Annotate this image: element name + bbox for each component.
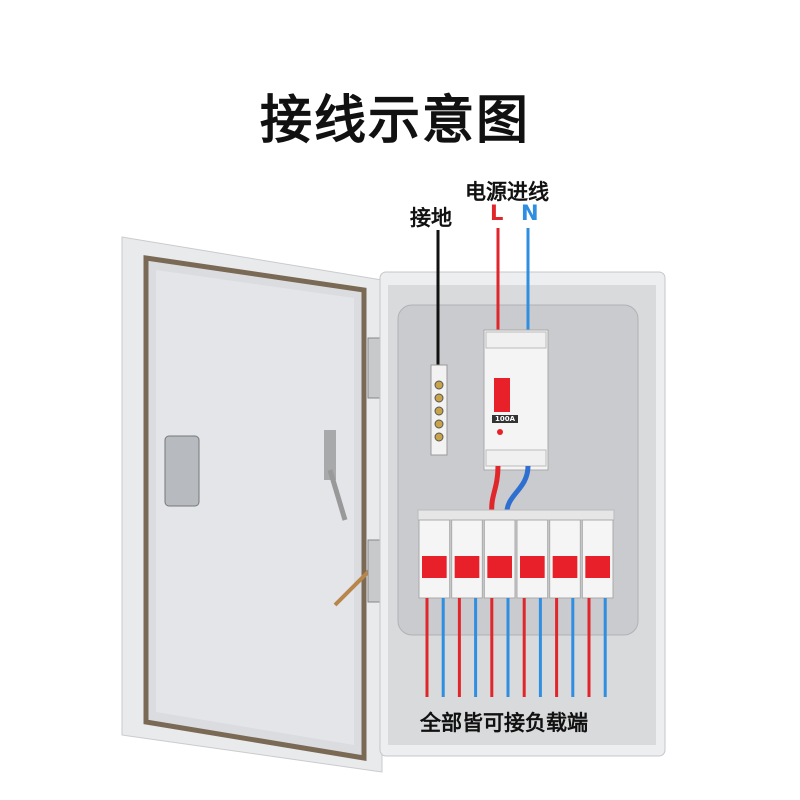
breaker-handle[interactable] xyxy=(585,556,610,578)
key-icon xyxy=(327,469,348,521)
main-breaker-rating: 100A xyxy=(492,415,519,423)
branch-breaker xyxy=(516,519,549,599)
live-label: L xyxy=(490,201,504,225)
branch-breaker xyxy=(451,519,483,599)
ground-label: 接地 xyxy=(410,206,452,230)
breaker-handle[interactable] xyxy=(552,556,578,578)
main-breaker-top-terminals xyxy=(485,331,547,349)
main-breaker-handle[interactable] xyxy=(494,378,510,412)
test-button[interactable] xyxy=(497,429,503,435)
breaker-handle[interactable] xyxy=(422,556,447,578)
main-breaker-bottom-terminals xyxy=(485,449,547,467)
breaker-handle[interactable] xyxy=(454,556,480,578)
busbar-cover xyxy=(417,509,615,521)
branch-breaker xyxy=(549,519,581,599)
breaker-handle[interactable] xyxy=(520,556,545,578)
branch-breaker xyxy=(418,519,451,599)
door-latch xyxy=(164,435,200,507)
main-breaker xyxy=(483,329,549,471)
branch-breaker xyxy=(483,519,516,599)
branch-breaker xyxy=(581,519,614,599)
door-lock-icon xyxy=(324,430,336,480)
breaker-handle[interactable] xyxy=(487,556,512,578)
load-terminals-label: 全部皆可接负载端 xyxy=(420,711,588,735)
neutral-label: N xyxy=(521,201,539,225)
ground-screws xyxy=(434,380,444,442)
page-title: 接线示意图 xyxy=(259,91,530,151)
power-input-label: 电源进线 xyxy=(465,180,549,204)
door-inner-panel xyxy=(156,270,354,745)
